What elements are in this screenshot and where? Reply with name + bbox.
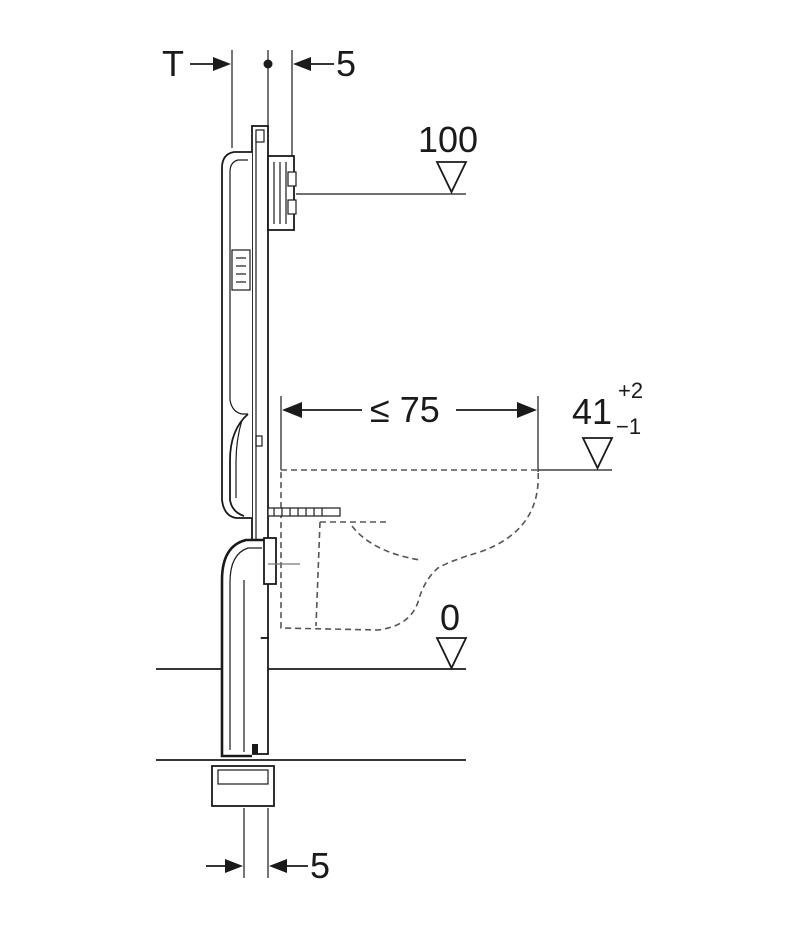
top-5-label: 5 — [336, 43, 356, 84]
level-100-label: 100 — [418, 119, 478, 160]
top-dimension: T 5 — [162, 43, 356, 160]
cistern-inner — [229, 159, 248, 415]
drain-pipe — [211, 537, 300, 807]
toilet-bowl-outline — [280, 469, 539, 631]
cistern-body — [221, 151, 252, 519]
level-0-label: 0 — [440, 597, 460, 638]
t-arrow-head — [213, 57, 231, 71]
seat-height-triangle — [581, 437, 614, 471]
cistern — [221, 151, 252, 519]
bowl-inner-curve — [351, 525, 421, 561]
mounting-bolt — [267, 507, 341, 517]
top-5-arrow-head — [293, 57, 311, 71]
reach-arrow-head-left — [282, 402, 302, 418]
leg-foot — [252, 744, 258, 754]
flush-hose — [229, 413, 249, 517]
reach-arrow-head-right — [517, 402, 537, 418]
drain-bend — [220, 538, 268, 758]
top-axis-dot — [263, 59, 273, 69]
bowl-back-line — [315, 521, 321, 627]
actuator-clip — [287, 171, 297, 187]
level-0-marker: 0 — [435, 597, 468, 671]
frame-top-cap — [255, 129, 265, 143]
level-100-triangle — [435, 161, 468, 195]
level-0-triangle — [435, 637, 468, 671]
actuator-plate — [267, 155, 297, 231]
bottom-arrow-head-right — [269, 859, 287, 873]
bottom-arrow-head-left — [225, 859, 243, 873]
drain-connector — [263, 537, 277, 585]
drain-bend-inner — [229, 547, 262, 750]
frame-slot — [255, 435, 263, 447]
cistern-valve — [231, 249, 251, 291]
actuator-clip — [287, 199, 297, 215]
flush-hose-inner — [235, 419, 243, 498]
seat-tolerance-plus: +2 — [618, 378, 643, 403]
floor-lines — [156, 668, 466, 761]
reach-dimension: ≤ 75 — [280, 389, 539, 472]
bottom-5-label: 5 — [310, 845, 330, 886]
reach-label: ≤ 75 — [370, 389, 440, 430]
bolt-rod — [267, 507, 341, 517]
actuator-body — [267, 155, 295, 231]
seat-height-marker: 41 +2 −1 — [538, 378, 643, 471]
level-100-marker: 100 — [296, 119, 478, 195]
bottom-dimension: 5 — [206, 808, 330, 886]
bowl-outer — [280, 469, 539, 631]
t-label: T — [162, 43, 184, 84]
drain-sleeve-collar — [217, 769, 269, 785]
seat-height-label: 41 — [572, 391, 612, 432]
seat-tolerance-minus: −1 — [616, 414, 641, 439]
